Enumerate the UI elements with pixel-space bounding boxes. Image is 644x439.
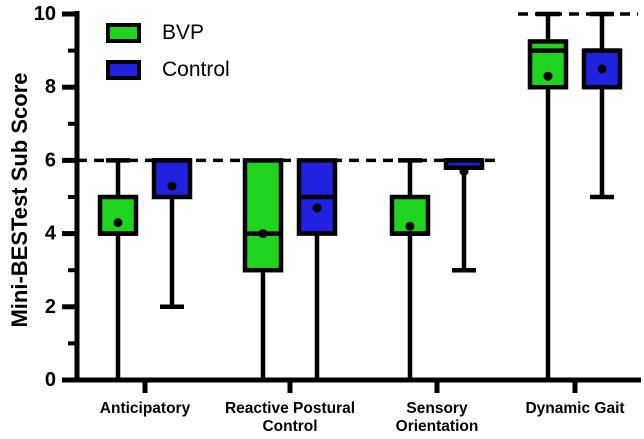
box-bvp-reactive-postural-control — [242, 158, 284, 273]
y-tick-label: 2 — [45, 296, 56, 318]
mean-dot-control-anticipatory — [167, 181, 177, 191]
mean-dot-control-reactive-postural-control — [312, 203, 322, 213]
legend-swatch-control-icon — [106, 60, 141, 80]
box-bvp-anticipatory — [97, 194, 139, 236]
mean-dot-bvp-sensory-orientation — [405, 221, 415, 231]
y-tick-label: 10 — [34, 3, 56, 25]
box-control-dynamic-gait — [581, 48, 623, 90]
legend-swatch-bvp-icon — [106, 23, 141, 43]
y-tick-label: 4 — [45, 223, 57, 245]
y-tick-label: 8 — [45, 76, 56, 98]
mean-dot-bvp-reactive-postural-control — [258, 229, 268, 239]
legend-item-bvp: BVP — [106, 22, 230, 44]
y-axis-title: Mini-BESTest Sub Score — [7, 72, 32, 328]
legend-label-control: Control — [162, 58, 230, 81]
legend-item-control: Control — [106, 59, 230, 81]
legend: BVP Control — [106, 22, 230, 96]
y-tick-label: 6 — [45, 149, 56, 171]
mean-dot-control-dynamic-gait — [597, 64, 607, 74]
mean-dot-bvp-dynamic-gait — [543, 71, 553, 81]
mean-dot-bvp-anticipatory — [113, 218, 123, 228]
box-control-anticipatory — [151, 158, 193, 200]
x-category-label: Dynamic Gait — [525, 400, 624, 417]
y-tick-label: 0 — [45, 369, 56, 391]
legend-label-bvp: BVP — [162, 21, 205, 44]
mean-dot-control-sensory-orientation — [459, 166, 469, 176]
x-category-label: Anticipatory — [100, 400, 191, 417]
